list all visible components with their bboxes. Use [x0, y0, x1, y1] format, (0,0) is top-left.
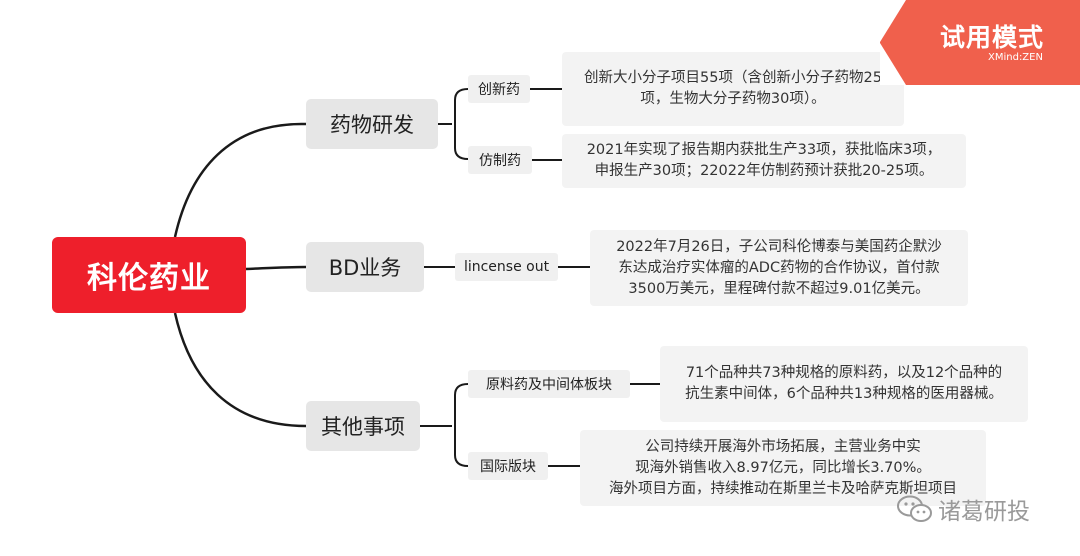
watermark-text: 诸葛研投: [938, 499, 1030, 525]
link-branch-0-bracket: [438, 88, 469, 160]
trial-mode-badge[interactable]: [880, 0, 1080, 85]
link-root-branch-1: [245, 265, 307, 271]
branch-node-other[interactable]: 其他事项: [306, 401, 420, 451]
detail-line: 申报生产30项；22022年仿制药预计获批20-25项。: [594, 163, 934, 179]
sub-label: 创新药: [478, 82, 520, 98]
detail-innovative-drug[interactable]: 创新大小分子项目55项（含创新小分子药物25 项，生物大分子药物30项）。: [562, 52, 904, 126]
detail-line: 2022年7月26日，子公司科伦博泰与美国药企默沙: [616, 238, 942, 255]
link-branch-2-bracket: [420, 383, 469, 467]
root-label: 科伦药业: [87, 261, 211, 296]
branch-label: 药物研发: [330, 113, 414, 137]
detail-line: 东达成治疗实体瘤的ADC药物的合作协议，首付款: [618, 259, 940, 276]
root-node[interactable]: 科伦药业: [52, 237, 246, 313]
detail-line: 公司持续开展海外市场拓展，主营业务中实: [645, 438, 921, 455]
sub-label: 国际版块: [480, 459, 536, 475]
sub-node-innovative-drug[interactable]: 创新药: [468, 75, 530, 103]
trial-mode-label: 试用模式: [940, 23, 1045, 52]
sub-node-api-intermediates[interactable]: 原料药及中间体板块: [468, 370, 630, 398]
branch-node-bd[interactable]: BD业务: [306, 242, 424, 292]
detail-line: 创新大小分子项目55项（含创新小分子药物25: [584, 70, 882, 86]
detail-generic-drug[interactable]: 2021年实现了报告期内获批生产33项，获批临床3项， 申报生产30项；2202…: [562, 134, 966, 188]
branch-label: BD业务: [328, 256, 402, 280]
detail-line: 现海外销售收入8.97亿元，同比增长3.70%。: [635, 459, 931, 476]
branch-node-drug-rd[interactable]: 药物研发: [306, 99, 438, 149]
detail-license-out[interactable]: 2022年7月26日，子公司科伦博泰与美国药企默沙 东达成治疗实体瘤的ADC药物…: [590, 230, 968, 306]
detail-line: 3500万美元，里程碑付款不超过9.01亿美元。: [628, 280, 930, 297]
wechat-icon: [897, 495, 932, 522]
detail-line: 2021年实现了报告期内获批生产33项，获批临床3项，: [586, 142, 942, 158]
detail-api-intermediates[interactable]: 71个品种共73种规格的原料药，以及12个品种的 抗生素中间体，6个品种共13种…: [660, 346, 1028, 422]
xmind-brand-label: XMind:ZEN: [988, 52, 1043, 63]
sub-node-generic-drug[interactable]: 仿制药: [468, 146, 532, 174]
badge-notch-shape: [880, 0, 906, 85]
detail-line: 抗生素中间体，6个品种共13种规格的医用器械。: [685, 386, 1003, 402]
link-root-branch-0: [173, 122, 307, 238]
detail-line: 海外项目方面，持续推动在斯里兰卡及哈萨克斯坦项目: [609, 480, 957, 497]
sub-label: 原料药及中间体板块: [486, 377, 612, 393]
watermark: 诸葛研投: [896, 492, 1030, 526]
sub-label: lincense out: [463, 259, 550, 275]
branch-label: 其他事项: [321, 415, 405, 439]
sub-node-license-out[interactable]: lincense out: [455, 253, 558, 281]
detail-international[interactable]: 公司持续开展海外市场拓展，主营业务中实 现海外销售收入8.97亿元，同比增长3.…: [580, 430, 986, 506]
detail-line: 71个品种共73种规格的原料药，以及12个品种的: [685, 365, 1003, 381]
detail-line: 项，生物大分子药物30项）。: [640, 91, 826, 107]
sub-label: 仿制药: [479, 153, 521, 169]
sub-node-international[interactable]: 国际版块: [468, 452, 548, 480]
link-root-branch-2: [173, 312, 307, 428]
